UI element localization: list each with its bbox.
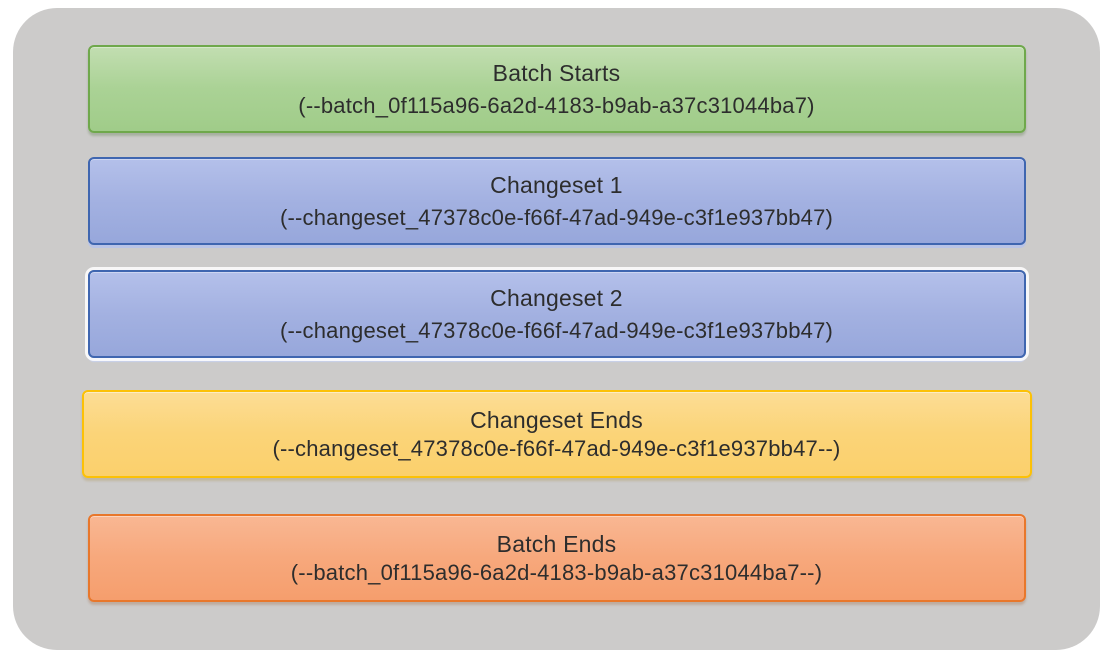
batch-starts-title: Batch Starts (492, 59, 621, 86)
batch-starts-box: Batch Starts (--batch_0f115a96-6a2d-4183… (87, 45, 1026, 133)
batch-ends-id: (--batch_0f115a96-6a2d-4183-b9ab-a37c310… (290, 560, 823, 586)
changeset-2-title: Changeset 2 (490, 284, 623, 311)
changeset-2-box: Changeset 2 (--changeset_47378c0e-f66f-4… (87, 270, 1026, 358)
changeset-1-id: (--changeset_47378c0e-f66f-47ad-949e-c3f… (279, 205, 834, 231)
changeset-ends-title: Changeset Ends (470, 406, 643, 433)
changeset-1-title: Changeset 1 (490, 171, 623, 198)
changeset-ends-id: (--changeset_47378c0e-f66f-47ad-949e-c3f… (272, 436, 841, 462)
diagram-canvas: Batch Starts (--batch_0f115a96-6a2d-4183… (13, 8, 1100, 650)
changeset-ends-box: Changeset Ends (--changeset_47378c0e-f66… (81, 390, 1032, 478)
batch-ends-box: Batch Ends (--batch_0f115a96-6a2d-4183-b… (87, 514, 1026, 602)
changeset-2-id: (--changeset_47378c0e-f66f-47ad-949e-c3f… (279, 318, 834, 344)
changeset-1-box: Changeset 1 (--changeset_47378c0e-f66f-4… (87, 157, 1026, 245)
batch-ends-title: Batch Ends (496, 530, 617, 557)
batch-starts-id: (--batch_0f115a96-6a2d-4183-b9ab-a37c310… (298, 93, 815, 119)
